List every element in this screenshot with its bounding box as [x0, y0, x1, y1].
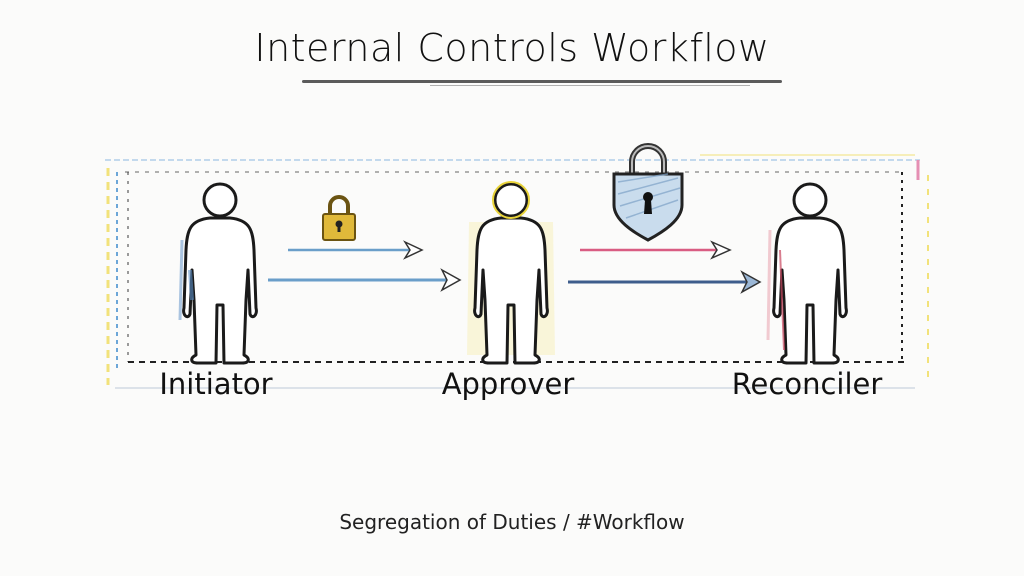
role-label-initiator: Initiator	[159, 367, 273, 401]
role-label-reconciler: Reconciler	[731, 367, 883, 401]
person-reconciler	[766, 182, 848, 365]
arrow-initiator-approver-lower	[268, 268, 462, 292]
arrow-approver-reconciler-upper	[580, 240, 732, 260]
padlock-icon	[322, 195, 356, 241]
outer-frame	[105, 154, 929, 389]
diagram-title: Internal Controls Workflow	[254, 26, 770, 70]
arrow-initiator-approver-upper	[288, 240, 424, 260]
role-label-approver: Approver	[441, 367, 575, 401]
arrow-approver-reconciler-lower	[568, 270, 762, 294]
title-underline-stroke	[430, 85, 750, 86]
person-initiator	[178, 182, 258, 365]
shield-lock-icon	[612, 143, 684, 242]
title-underline	[302, 80, 782, 83]
person-approver	[467, 181, 555, 365]
caption: Segregation of Duties / #Workflow	[339, 510, 685, 534]
